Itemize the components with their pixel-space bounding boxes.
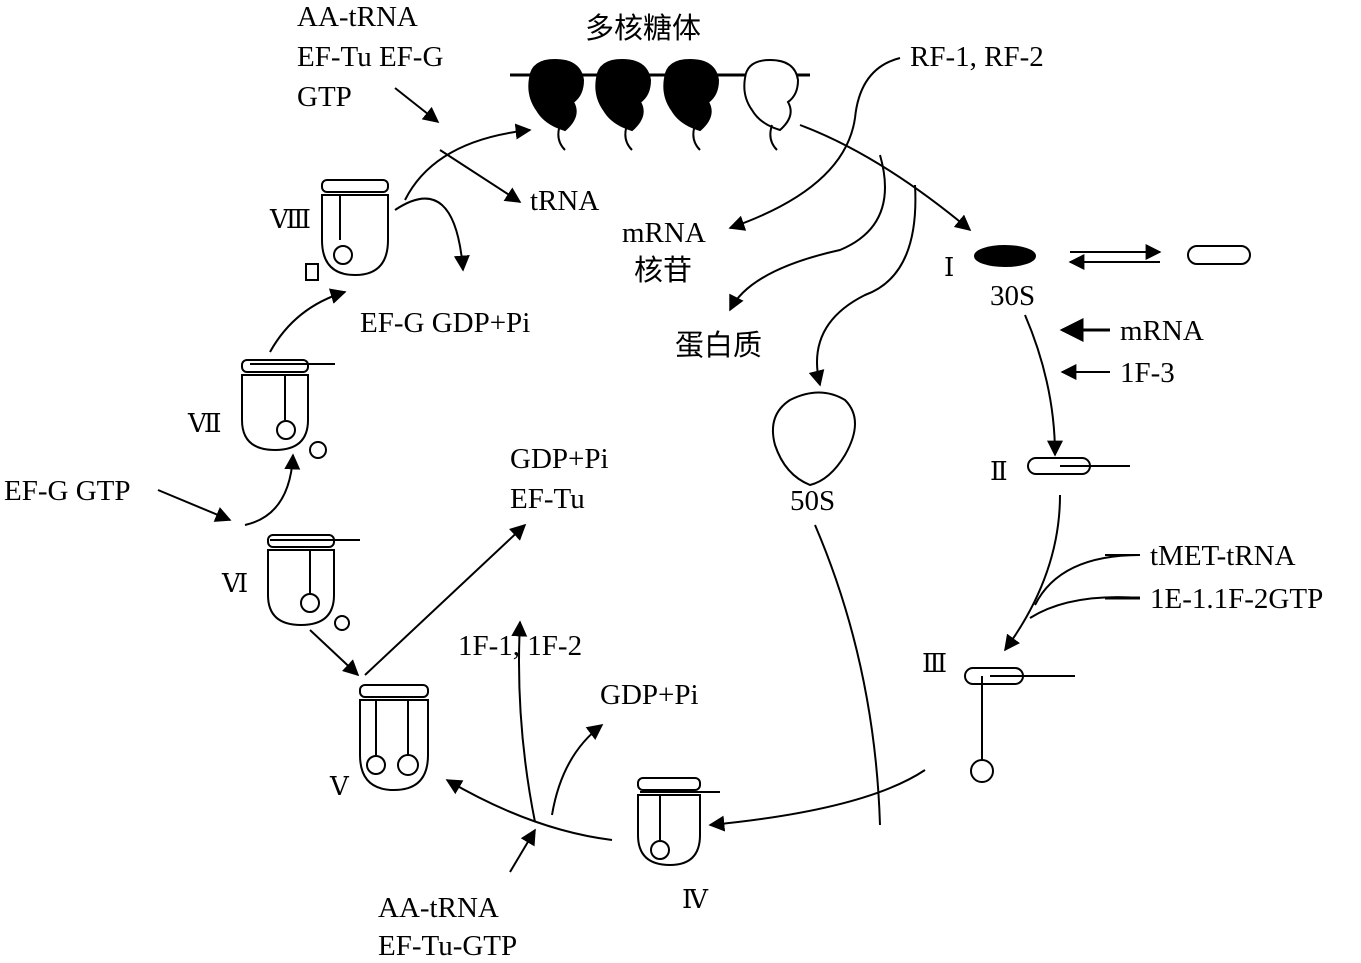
stage-v-aa-2 xyxy=(397,754,419,776)
stage-vi-free-aa xyxy=(334,615,350,631)
stage-viii-exit-site xyxy=(305,263,319,281)
label-aa-trna-top: AA-tRNA xyxy=(297,1,418,33)
arrow-ef-g-gtp-in xyxy=(157,489,232,522)
stage-vii-label: Ⅶ xyxy=(187,409,222,438)
stage-vi-aa xyxy=(300,593,320,613)
arrow-viii-to-polysome xyxy=(404,123,532,201)
label-protein: 蛋白质 xyxy=(675,329,762,362)
arrow-if12-out xyxy=(511,620,536,823)
peptide-tail-2 xyxy=(624,124,633,151)
stage-iii-label: Ⅲ xyxy=(922,649,947,678)
stage-v-ribosome xyxy=(359,684,429,792)
label-rf: RF-1, RF-2 xyxy=(910,41,1044,73)
arrow-aa-trna-bottom-in xyxy=(509,828,536,873)
arrow-ii-to-iii xyxy=(1004,494,1061,652)
arrow-vii-to-viii xyxy=(269,288,347,353)
peptide-tail-4 xyxy=(769,124,778,151)
stage-iv-label: Ⅳ xyxy=(682,885,709,914)
stage-vii-body xyxy=(241,374,309,452)
label-if3: 1F-3 xyxy=(1120,357,1175,389)
peptide-tail-1 xyxy=(557,124,566,151)
polysome xyxy=(510,58,810,151)
stage-viii-cap xyxy=(321,179,389,193)
arrow-gdp-eftu-out xyxy=(364,523,527,676)
stage-i-label: Ⅰ xyxy=(944,253,954,282)
label-nucleotides: 核苷 xyxy=(634,254,692,287)
subunit-free xyxy=(1187,245,1251,265)
ribosome-open xyxy=(743,58,800,132)
arrow-rf-to-mrna xyxy=(728,57,901,231)
stage-vi-ribosome xyxy=(267,534,360,631)
stage-vii-free-aa xyxy=(309,441,327,459)
label-gtp: GTP xyxy=(297,81,352,113)
ribosome-dark-2 xyxy=(595,58,652,132)
stage-vii-cap xyxy=(241,359,309,373)
label-trna: tRNA xyxy=(530,185,599,217)
stage-viii-ribosome xyxy=(305,179,389,281)
arrow-trna-out xyxy=(439,149,522,203)
arrow-to-50s xyxy=(808,184,917,387)
stage-v-body xyxy=(359,699,429,792)
arrow-ef-g-gdp-out xyxy=(394,197,470,272)
label-30s: 30S xyxy=(990,280,1035,312)
stage-vii-aa xyxy=(276,420,296,440)
stage-vii-ribosome xyxy=(241,359,335,459)
arrow-i-to-ii xyxy=(1024,314,1063,457)
stage-v-aa-1 xyxy=(366,755,386,775)
label-50s: 50S xyxy=(790,485,835,517)
label-tmet-trna: tMET-tRNA xyxy=(1150,540,1296,572)
line-50s-join xyxy=(814,524,881,826)
polysome-title: 多核糖体 xyxy=(585,12,701,45)
stage-iv-cap xyxy=(637,777,701,791)
arrow-ie-in xyxy=(1029,596,1141,619)
label-ef-tu-ef-g: EF-Tu EF-G xyxy=(297,41,443,73)
arrow-to-protein xyxy=(729,154,886,312)
label-gdp-pi: GDP+Pi xyxy=(600,679,699,711)
arrow-iv-to-v xyxy=(445,779,613,841)
subunit-50s xyxy=(771,391,856,487)
label-gdp-pi-upper: GDP+Pi xyxy=(510,443,609,475)
arrow-vi-to-vii xyxy=(244,453,301,526)
label-ef-g-gdp: EF-G GDP+Pi xyxy=(360,307,530,339)
arrow-gdp-pi-out xyxy=(551,724,604,816)
label-ie: 1E-1.1F-2GTP xyxy=(1150,583,1323,615)
ribosome-dark-3 xyxy=(663,58,720,132)
stage-v-label: Ⅴ xyxy=(329,772,350,801)
label-aa-trna-bottom: AA-tRNA xyxy=(378,892,499,924)
stage-iv-body xyxy=(637,794,701,867)
arrow-iii-to-iv xyxy=(708,769,926,832)
label-ef-tu: EF-Tu xyxy=(510,483,585,515)
stage-iv-peptide xyxy=(650,840,670,860)
label-ef-g-gtp: EF-G GTP xyxy=(4,475,130,507)
stage-vi-body xyxy=(267,549,335,627)
stage-iv-ribosome xyxy=(637,777,720,867)
stage-viii-label: Ⅷ xyxy=(269,205,311,234)
stage-viii-aa xyxy=(333,245,353,265)
label-mrna: mRNA xyxy=(1120,315,1204,347)
label-mrna-release: mRNA xyxy=(622,217,706,249)
stage-viii-body xyxy=(321,194,389,277)
stage-vi-label: Ⅵ xyxy=(221,569,248,598)
peptide-tail-3 xyxy=(692,124,701,151)
subunit-30s-dark xyxy=(974,245,1036,267)
arrow-vi-to-v xyxy=(309,629,360,677)
ribosome-dark-1 xyxy=(528,58,585,132)
arrow-aa-trna-in xyxy=(394,87,440,123)
stage-ii-label: Ⅱ xyxy=(990,457,1008,486)
label-ef-tu-gtp: EF-Tu-GTP xyxy=(378,930,517,962)
stage-iii-amino-acid xyxy=(970,759,994,783)
label-if12: 1F-1, 1F-2 xyxy=(458,630,582,662)
stage-v-cap xyxy=(359,684,429,698)
